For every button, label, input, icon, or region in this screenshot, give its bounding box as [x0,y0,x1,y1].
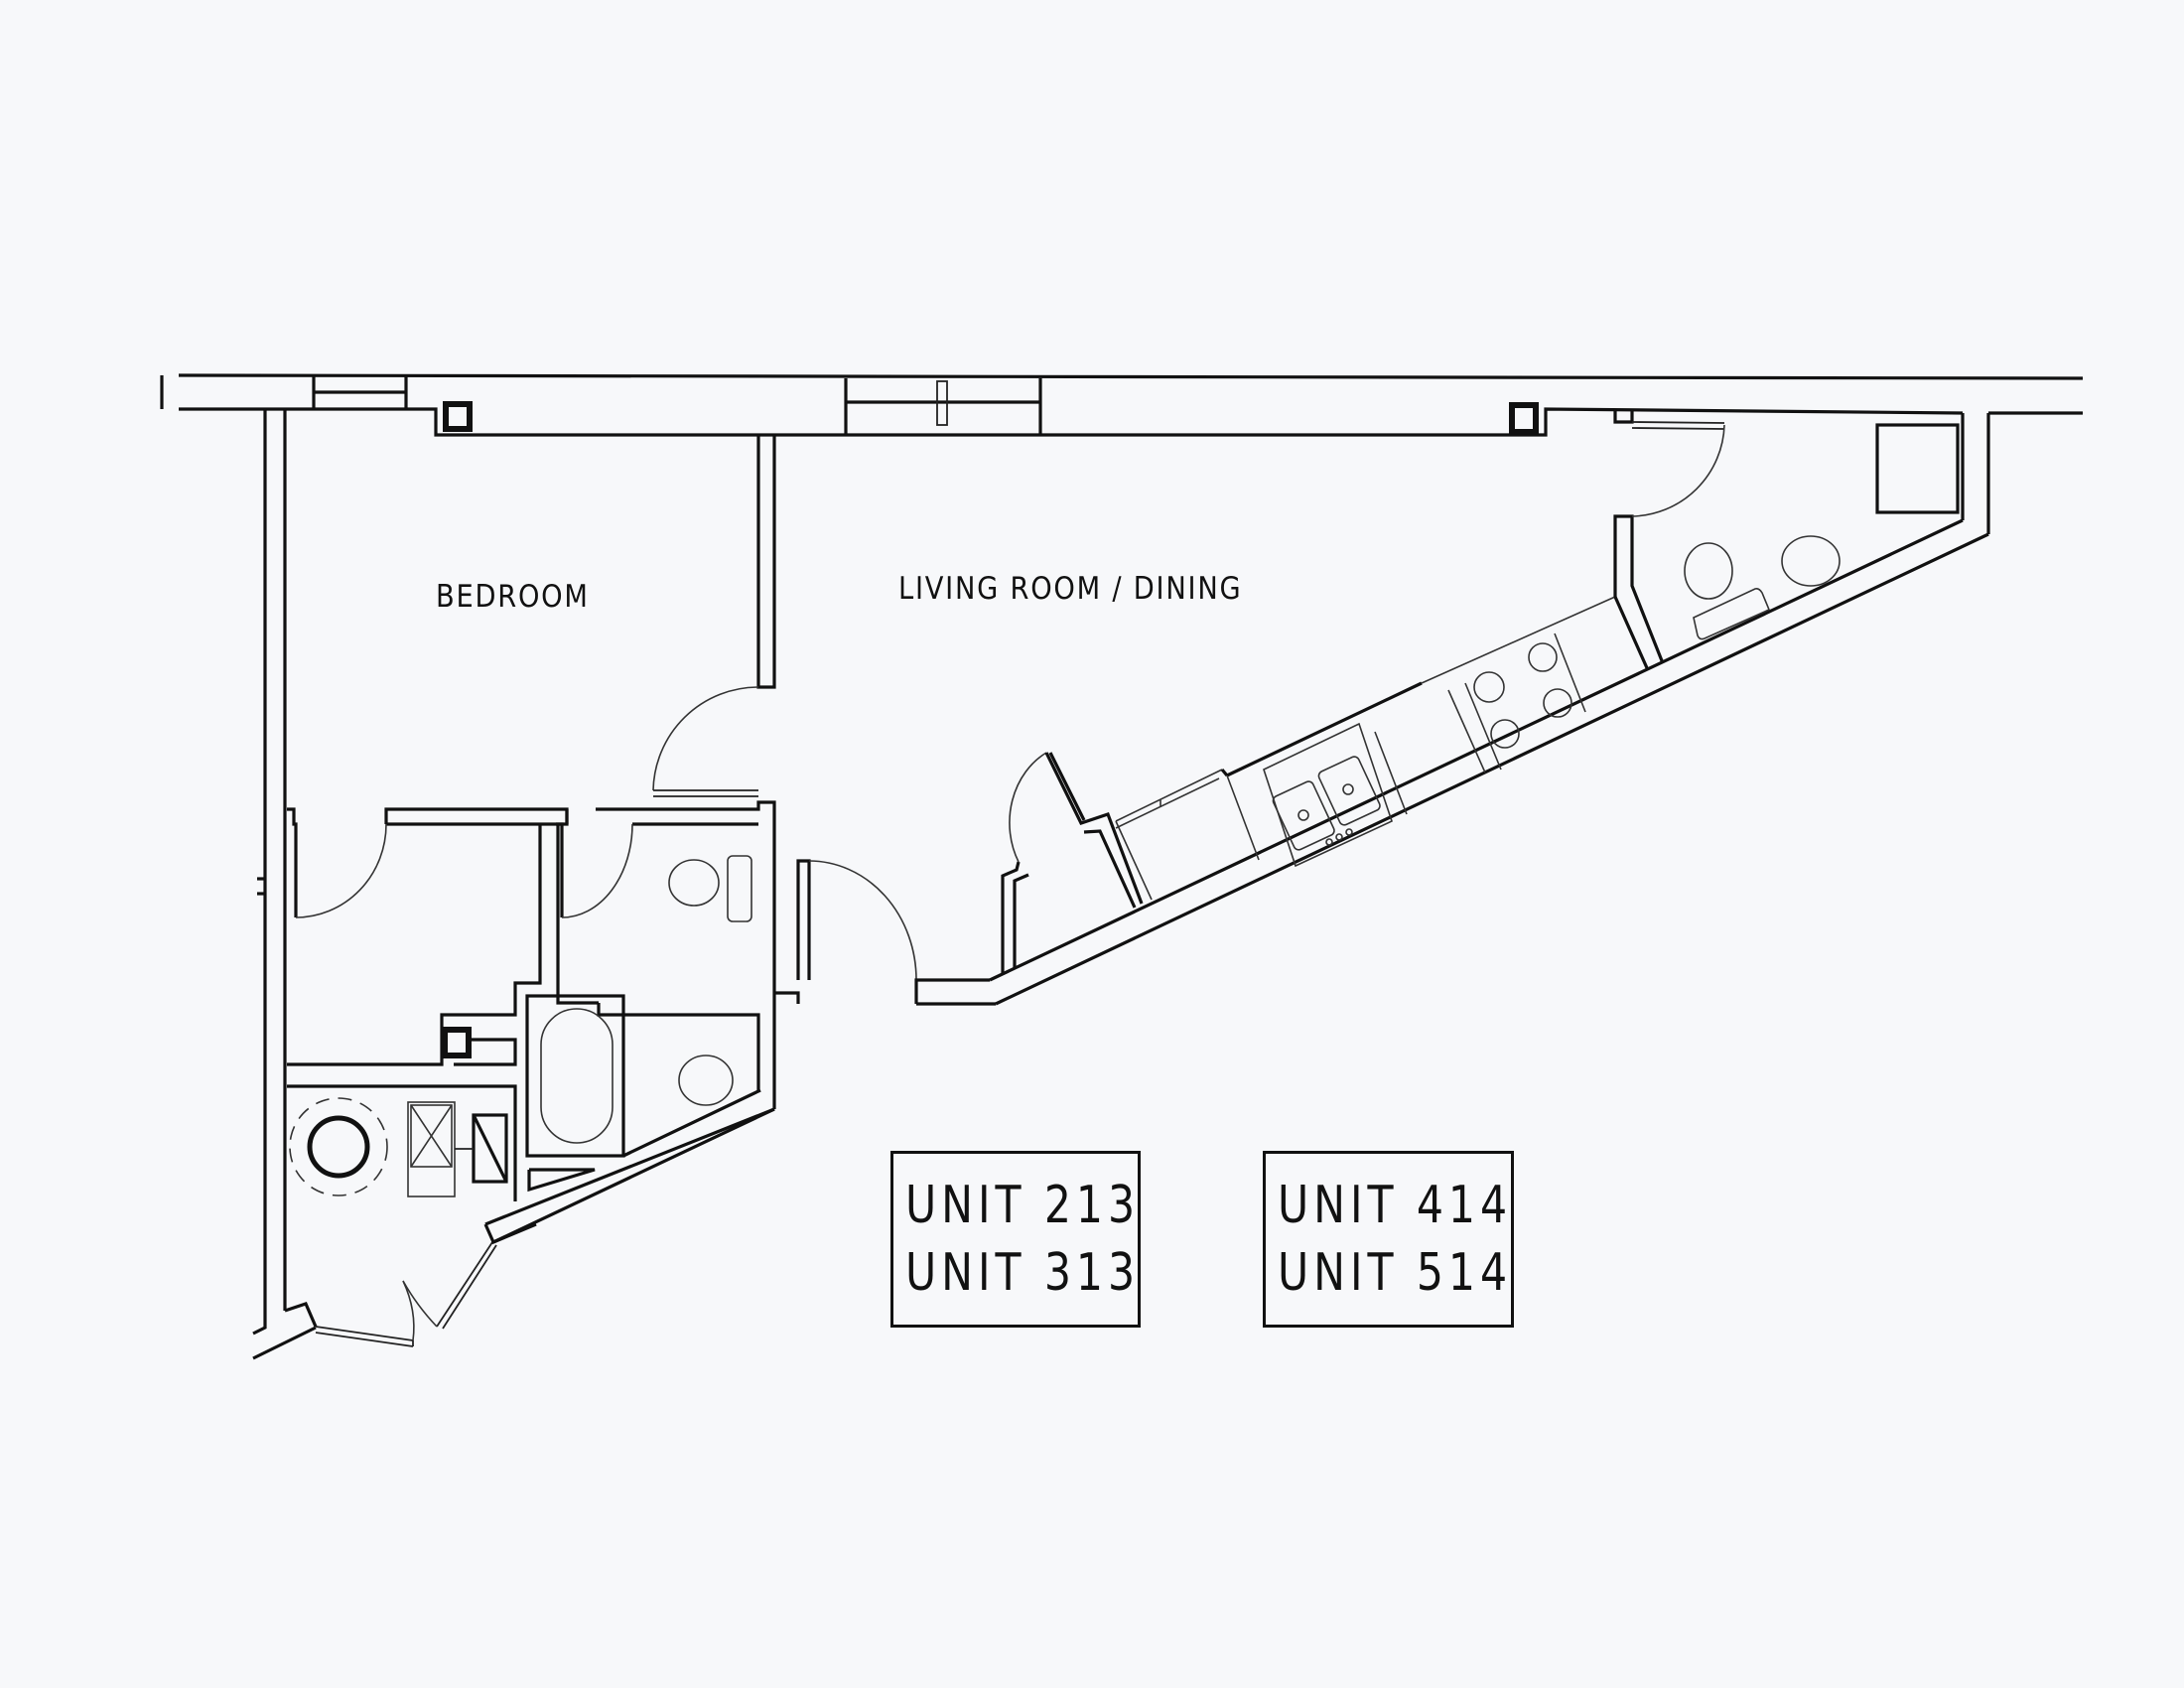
window-bedroom [312,375,408,409]
exterior-wall-diagonal [989,413,1990,1006]
column-2 [1509,402,1539,435]
entry-door [315,1241,497,1347]
interior-walls-bedroom-bath [287,800,776,1245]
bath-fixtures [540,855,752,1144]
unit-number: UNIT 313 [905,1243,1141,1303]
entry-hall [774,859,996,1006]
unit-number: UNIT 514 [1278,1243,1513,1303]
unit-number: UNIT 213 [905,1176,1141,1235]
unit-number: UNIT 414 [1278,1176,1513,1235]
room-label-bedroom: BEDROOM [436,579,590,615]
bath-2 [1613,409,1960,640]
unit-label-box-b: UNIT 414 UNIT 514 [1263,1151,1514,1328]
column-3 [442,1027,472,1058]
window-living [844,378,1042,435]
unit-label-box-a: UNIT 213 UNIT 313 [890,1151,1141,1328]
laundry-fixtures [289,1097,508,1197]
exterior-wall-left [252,409,318,1360]
partition-bedroom-living [652,435,776,797]
kitchen [1115,514,1665,868]
room-label-living-dining: LIVING ROOM / DINING [898,571,1243,607]
pantry-closet [1001,752,1153,973]
column-1 [443,401,473,432]
